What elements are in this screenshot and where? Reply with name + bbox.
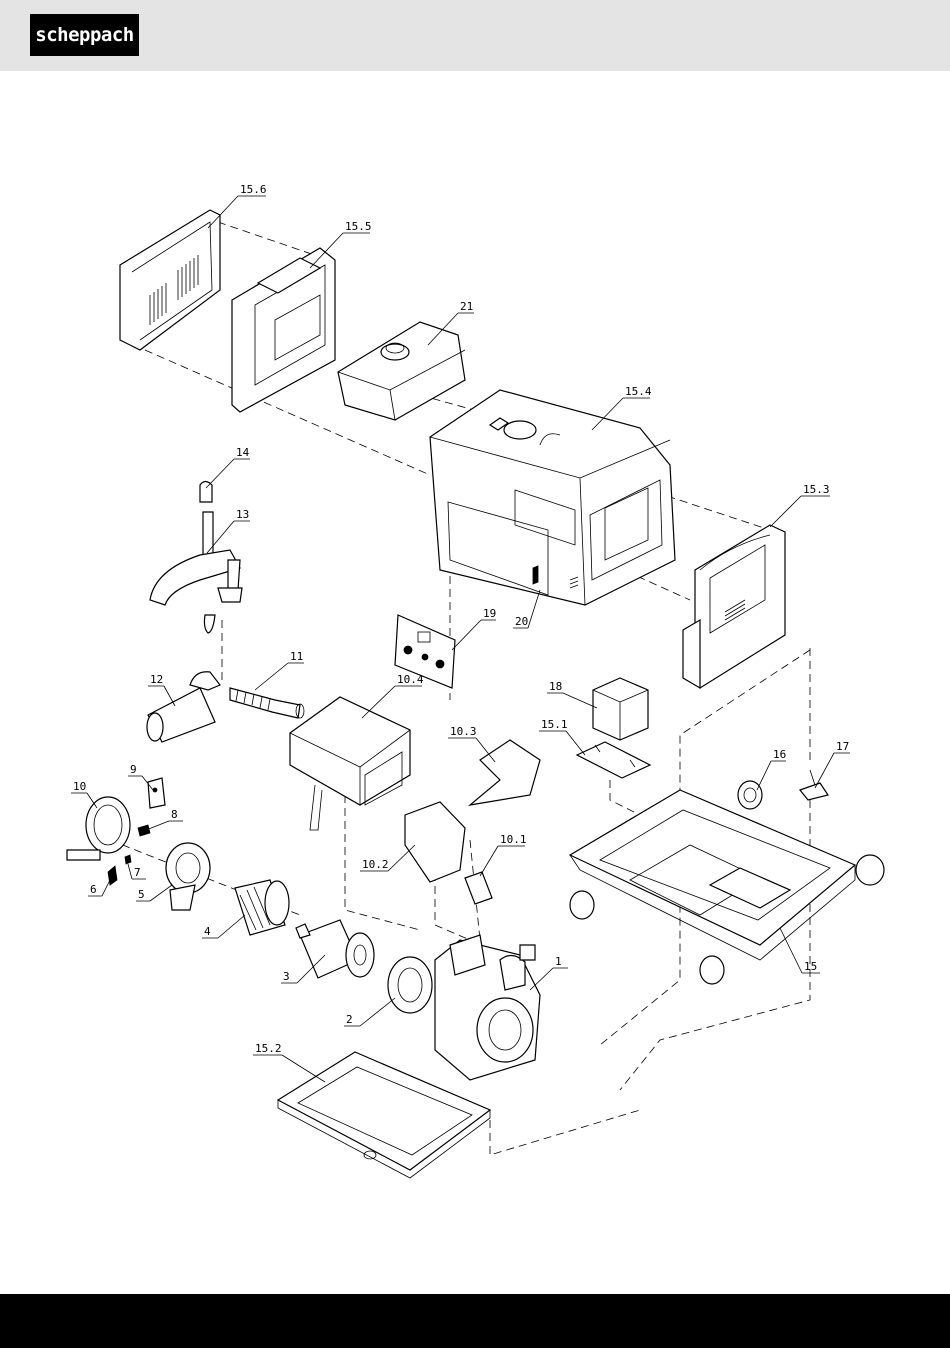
label-8: 8	[146, 808, 183, 830]
svg-text:17: 17	[836, 740, 849, 753]
part-21-fuel-tank	[338, 322, 465, 420]
svg-text:15.5: 15.5	[345, 220, 372, 233]
part-15-5-inner-frame	[232, 248, 335, 412]
svg-text:1: 1	[555, 955, 562, 968]
svg-text:20: 20	[515, 615, 528, 628]
label-11: 11	[255, 650, 304, 690]
label-14: 14	[206, 446, 250, 488]
part-7-screw	[125, 855, 131, 864]
part-10-3-bracket	[470, 740, 540, 805]
part-15-6-rear-panel	[120, 210, 220, 350]
label-12: 12	[148, 673, 175, 706]
part-10-1-plate	[465, 872, 492, 904]
label-18: 18	[547, 680, 597, 708]
svg-text:10.3: 10.3	[450, 725, 477, 738]
label-6: 6	[88, 880, 110, 896]
label-16: 16	[757, 748, 786, 790]
svg-text:11: 11	[290, 650, 303, 663]
svg-text:15.4: 15.4	[625, 385, 652, 398]
svg-text:10.1: 10.1	[500, 833, 527, 846]
footer-bar	[0, 1294, 950, 1348]
label-15: 15	[780, 928, 820, 973]
part-2-flange	[388, 957, 432, 1013]
svg-text:12: 12	[150, 673, 163, 686]
svg-text:10: 10	[73, 780, 86, 793]
svg-text:13: 13	[236, 508, 249, 521]
part-15-2-mount-frame	[278, 1052, 490, 1178]
label-20: 20	[513, 590, 540, 628]
part-15-3-side-panel	[683, 525, 785, 688]
part-18-battery	[593, 678, 648, 740]
svg-text:14: 14	[236, 446, 250, 459]
svg-text:15.1: 15.1	[541, 718, 568, 731]
part-16-wheel	[738, 781, 762, 809]
label-19: 19	[452, 607, 496, 650]
label-15-1: 15.1	[539, 718, 585, 755]
svg-text:18: 18	[549, 680, 562, 693]
part-4-stator	[235, 880, 289, 935]
part-10-2-bracket	[405, 802, 465, 882]
svg-text:9: 9	[130, 763, 137, 776]
svg-text:3: 3	[283, 970, 290, 983]
svg-text:6: 6	[90, 883, 97, 896]
label-17: 17	[815, 740, 850, 788]
label-2: 2	[344, 998, 395, 1026]
svg-text:15.3: 15.3	[803, 483, 830, 496]
label-7: 7	[128, 864, 146, 879]
svg-text:2: 2	[346, 1013, 353, 1026]
svg-text:10.2: 10.2	[362, 858, 389, 871]
svg-text:8: 8	[171, 808, 178, 821]
part-3-rotor	[296, 920, 374, 978]
svg-text:10.4: 10.4	[397, 673, 424, 686]
part-15-1-battery-tray	[577, 742, 650, 778]
part-17-foot	[800, 770, 828, 800]
label-4: 4	[202, 915, 245, 938]
svg-text:16: 16	[773, 748, 786, 761]
part-1-engine	[435, 935, 540, 1080]
part-8-clip	[138, 825, 150, 836]
svg-text:19: 19	[483, 607, 496, 620]
label-1: 1	[530, 955, 568, 990]
part-9-sensor	[148, 778, 165, 808]
svg-text:5: 5	[138, 888, 145, 901]
label-15-2: 15.2	[253, 1042, 325, 1082]
svg-text:4: 4	[204, 925, 211, 938]
label-5: 5	[136, 885, 172, 901]
part-11-flex-pipe	[230, 688, 304, 718]
part-5-end-bracket	[166, 843, 210, 910]
part-10-4-cover	[290, 697, 410, 830]
part-10-fan-cover	[67, 797, 130, 860]
svg-text:15: 15	[804, 960, 817, 973]
part-15-4-housing	[430, 390, 675, 605]
label-15-3: 15.3	[770, 483, 830, 527]
svg-text:21: 21	[460, 300, 473, 313]
part-15-base-frame	[570, 790, 884, 984]
label-10-1: 10.1	[480, 833, 527, 876]
svg-text:15.2: 15.2	[255, 1042, 282, 1055]
label-10-2: 10.2	[360, 845, 415, 871]
part-14-exhaust-cap	[200, 482, 212, 503]
svg-text:7: 7	[134, 866, 141, 879]
part-13-exhaust-pipe	[150, 512, 242, 633]
svg-text:15.6: 15.6	[240, 183, 267, 196]
